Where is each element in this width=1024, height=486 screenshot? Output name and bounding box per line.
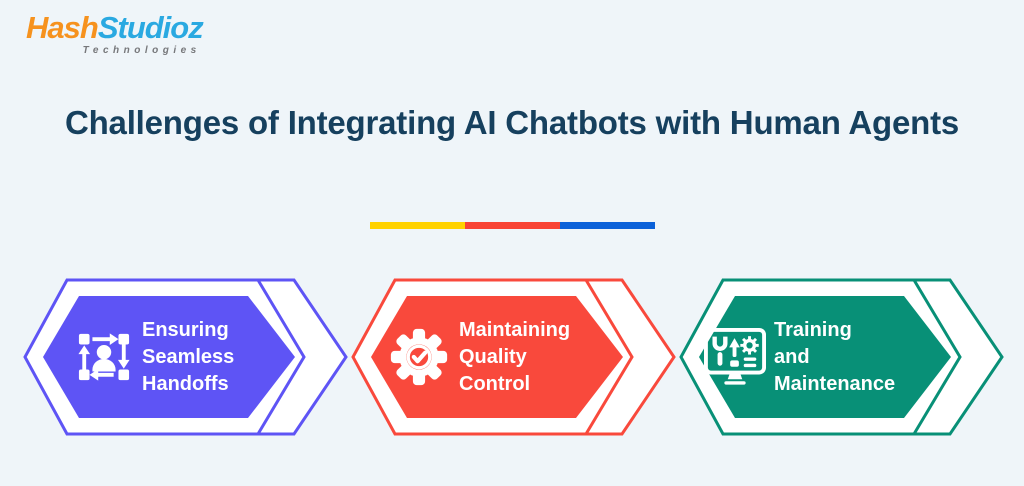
page-title: Challenges of Integrating AI Chatbots wi…: [64, 104, 960, 141]
hexagon-shape: [23, 278, 348, 436]
hexagon-chevron-line: [912, 279, 962, 435]
title-divider: [370, 222, 655, 229]
brand-logo-part1: Hash: [26, 10, 99, 45]
hexagon-shape: [679, 278, 1004, 436]
quality-check-gear-icon: [390, 328, 448, 386]
card-label: Maintaining Quality Control: [459, 317, 570, 398]
card-label-line: Seamless: [142, 345, 235, 368]
card-content: Ensuring Seamless Handoffs: [77, 277, 234, 437]
card-maintaining-quality-control: Maintaining Quality Control: [349, 277, 679, 439]
card-ensuring-seamless-handoffs: Ensuring Seamless Handoffs: [21, 277, 351, 439]
hexagon-chevron-line: [256, 279, 306, 435]
handoff-workflow-icon: [78, 333, 130, 381]
brand-logo-wordmark: HashStudioz: [26, 10, 204, 45]
divider-segment-red: [465, 222, 560, 229]
hexagon-chevron-line: [584, 279, 634, 435]
hexagon-fill: [43, 296, 295, 418]
brand-logo-part2: Studioz: [97, 10, 204, 45]
divider-segment-yellow: [370, 222, 465, 229]
card-label-line: Training: [774, 318, 852, 341]
monitor-maintenance-icon: [704, 327, 766, 385]
card-label-line: Maintaining: [459, 318, 571, 341]
challenge-cards-row: Ensuring Seamless Handoffs: [0, 277, 1024, 439]
hexagon-fill: [699, 296, 951, 418]
card-label-line: Ensuring: [142, 318, 229, 341]
card-content: Training and Maintenance: [704, 277, 895, 437]
hexagon-shape: [351, 278, 676, 436]
brand-logo: HashStudioz Technologies: [26, 10, 204, 56]
card-content: Maintaining Quality Control: [389, 277, 570, 437]
divider-segment-blue: [560, 222, 655, 229]
brand-logo-subtitle: Technologies: [82, 45, 201, 56]
card-label: Ensuring Seamless Handoffs: [142, 317, 234, 398]
card-training-and-maintenance: Training and Maintenance: [677, 277, 1007, 439]
card-label-line: and: [774, 345, 810, 368]
hexagon-fill: [371, 296, 623, 418]
card-label-line: Quality: [459, 345, 527, 368]
card-label-line: Maintenance: [774, 372, 896, 395]
card-label-line: Handoffs: [142, 372, 229, 395]
card-label: Training and Maintenance: [774, 317, 895, 398]
card-label-line: Control: [459, 372, 531, 395]
